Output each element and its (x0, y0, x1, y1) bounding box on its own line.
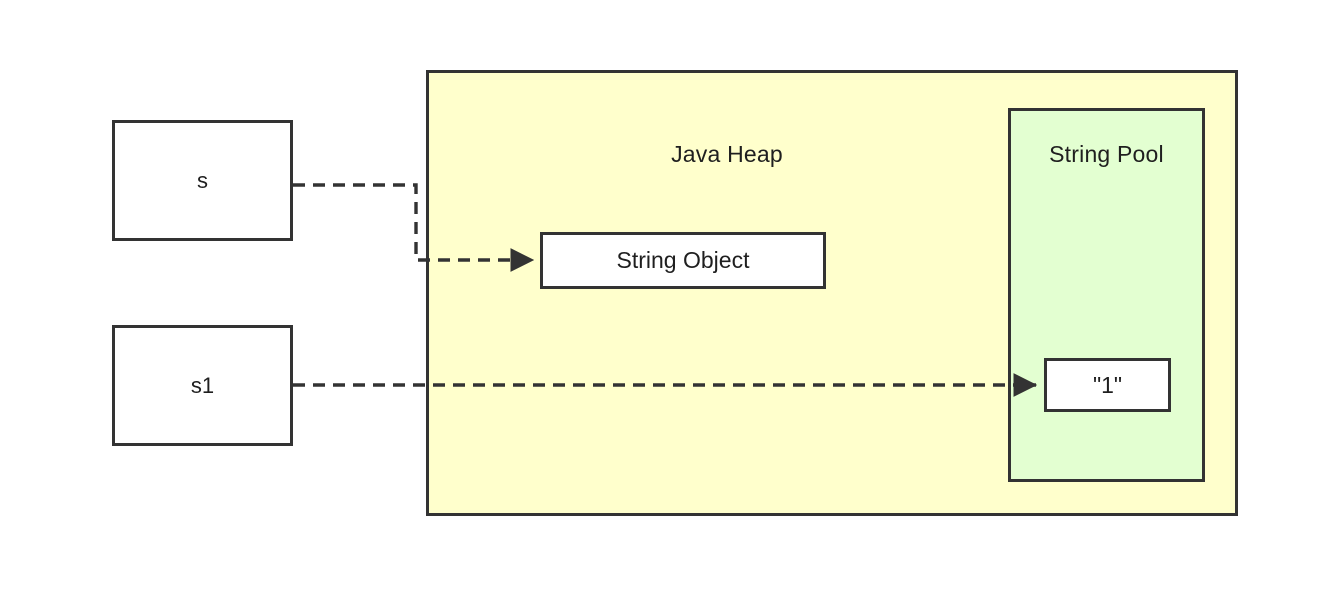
string-object-box: String Object (540, 232, 826, 289)
string-object-label: String Object (616, 247, 750, 273)
variable-box-s: s (112, 120, 293, 241)
java-heap-label: Java Heap (671, 141, 783, 167)
variable-label-s: s (197, 167, 208, 193)
string-literal-box: "1" (1044, 358, 1171, 412)
string-pool-label: String Pool (1049, 141, 1164, 167)
string-pool-container: String Pool (1008, 108, 1205, 482)
string-literal-label: "1" (1092, 371, 1123, 398)
variable-box-s1: s1 (112, 325, 293, 446)
variable-label-s1: s1 (190, 372, 215, 398)
